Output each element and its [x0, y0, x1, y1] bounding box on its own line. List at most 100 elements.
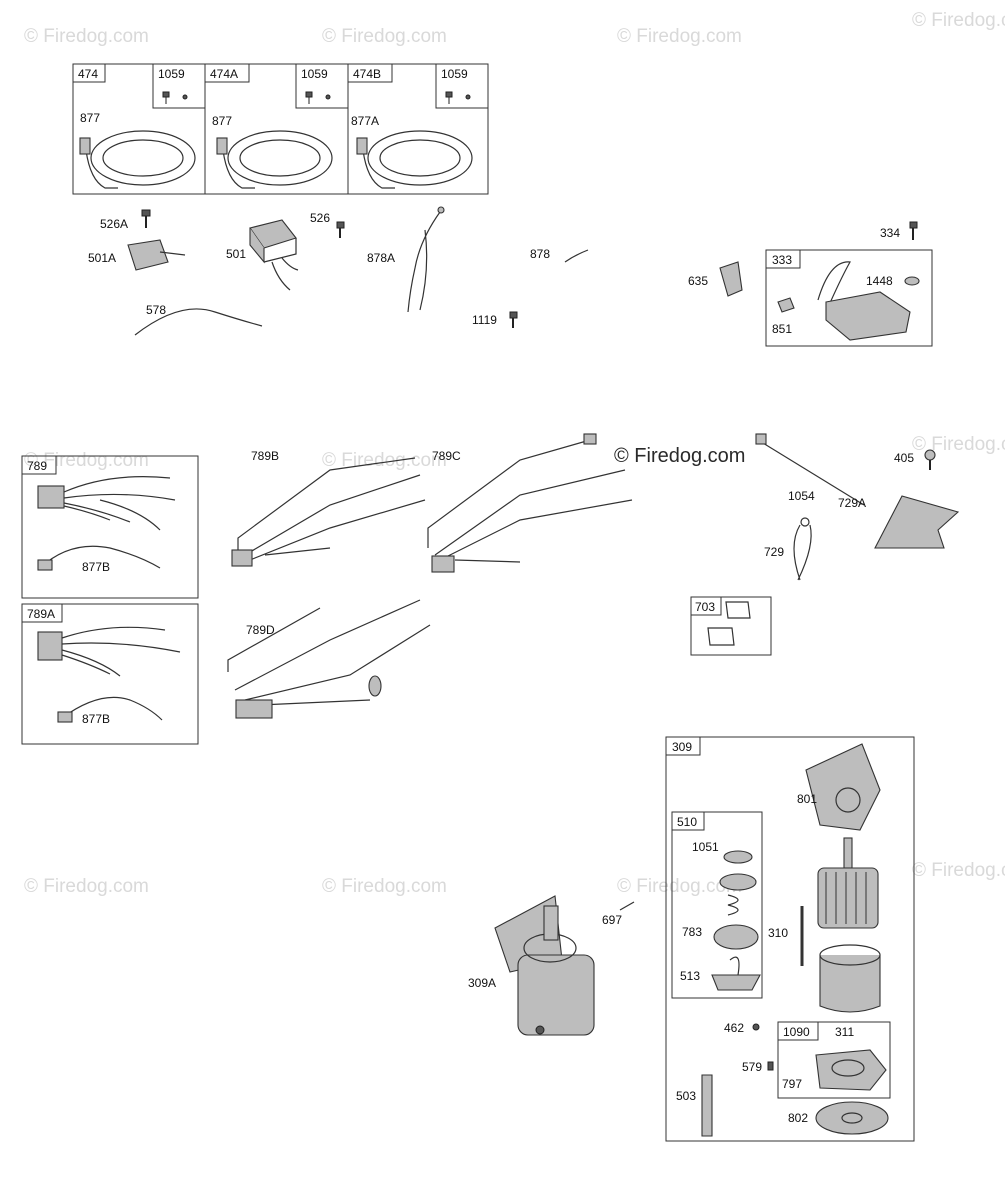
- screw-icon: [924, 449, 936, 461]
- box-label: 1059: [441, 67, 468, 81]
- part-label: 783: [682, 925, 702, 939]
- part-label: 877B: [82, 560, 110, 574]
- housing-top-icon: [819, 944, 881, 966]
- box-label: 789: [27, 459, 47, 473]
- part-label: 309A: [468, 976, 496, 990]
- washer-icon: [465, 94, 471, 100]
- watermarks: © Firedog.com © Firedog.com © Firedog.co…: [24, 10, 1005, 897]
- tag-box: [671, 811, 705, 831]
- terminal-icon: [535, 1025, 545, 1035]
- rectifier-icon: [127, 239, 169, 271]
- part-label: 789B: [251, 449, 279, 463]
- watermark-text: © Firedog.com: [24, 876, 149, 897]
- watermark-text: © Firedog.com: [24, 450, 149, 471]
- connector-icon: [583, 433, 597, 445]
- part-label: 877B: [82, 712, 110, 726]
- bolt-icon: [336, 221, 345, 229]
- box-label: 1059: [301, 67, 328, 81]
- retainer-icon: [723, 850, 753, 864]
- spacer-icon: [767, 1061, 774, 1071]
- watermark-main: © Firedog.com: [614, 445, 745, 467]
- part-label: 697: [602, 913, 622, 927]
- part-label: 797: [782, 1077, 802, 1091]
- watermark-text: © Firedog.com: [617, 876, 742, 897]
- cable-tie-icon: [757, 439, 865, 506]
- tag-box: [435, 63, 489, 109]
- part-label: 311: [835, 1025, 854, 1039]
- gasket-disc-icon: [815, 1101, 889, 1135]
- part-label: 729A: [838, 496, 866, 510]
- connector-block-icon: [231, 549, 253, 567]
- screw-icon: [445, 91, 453, 98]
- washer-icon: [904, 276, 920, 286]
- gasket-hole-icon: [841, 1112, 863, 1124]
- harness-789B: 789B: [231, 449, 426, 567]
- part-label: 513: [680, 969, 700, 983]
- screw-icon: [162, 91, 170, 98]
- cable-icon: [134, 308, 263, 336]
- part-label: 526: [310, 211, 330, 225]
- group-789: 789 877B: [21, 455, 199, 599]
- end-cap-bracket-icon: [805, 743, 881, 831]
- tag-box: [204, 63, 250, 83]
- stator-icon: [79, 130, 196, 189]
- box-label: 333: [772, 253, 792, 267]
- washer-icon: [182, 94, 188, 100]
- housing-icon: [819, 955, 881, 1013]
- group-789A: 789A 877B: [21, 603, 199, 745]
- wire-harness-icon: [407, 211, 441, 313]
- clip-icon: [707, 627, 735, 646]
- group-frame: [777, 1021, 891, 1099]
- stator-icon: [356, 130, 473, 189]
- part-label: 1448: [866, 274, 893, 288]
- connector-block-icon: [37, 485, 65, 509]
- harness-789D: 789D: [227, 599, 431, 719]
- group-frame: [671, 811, 763, 999]
- part-label: 635: [688, 274, 708, 288]
- stator-icon: [216, 130, 333, 189]
- loose-parts-top: 526A 501A 501 526 878A 878 1119 578: [88, 206, 589, 336]
- part-label: 802: [788, 1111, 808, 1125]
- part-label: 878A: [367, 251, 395, 265]
- group-309: 309 801 310 510 1051 783 513 462 1090 31…: [665, 736, 915, 1142]
- tag-box: [777, 1021, 819, 1041]
- armature-windings-icon: [825, 872, 867, 924]
- box-label: 789A: [27, 607, 55, 621]
- washer-icon: [752, 1023, 760, 1031]
- part-label: 878: [530, 247, 550, 261]
- box-label: 703: [695, 600, 715, 614]
- tag-box: [21, 603, 63, 623]
- box-label: 309: [672, 740, 692, 754]
- washer-icon: [325, 94, 331, 100]
- part-label: 579: [742, 1060, 762, 1074]
- clamp-icon: [800, 517, 810, 527]
- watermark-text: © Firedog.com: [322, 876, 447, 897]
- watermark-text: © Firedog.com: [912, 860, 1005, 881]
- wire-icon: [271, 257, 299, 291]
- group-474: 474 1059 474A 1059 474B 1059 877: [72, 63, 489, 195]
- tag-box: [152, 63, 206, 109]
- part-label: 334: [880, 226, 900, 240]
- part-label: 851: [772, 322, 792, 336]
- bracket-plate-icon: [874, 495, 960, 549]
- watermark-text: © Firedog.com: [912, 10, 1005, 31]
- lead-wire-icon: [39, 545, 161, 569]
- tag-box: [295, 63, 349, 109]
- spring-cup-icon: [719, 873, 757, 891]
- harness-wires-icon: [63, 476, 176, 531]
- part-label: 501: [226, 247, 246, 261]
- part-label: 801: [797, 792, 817, 806]
- part-label: 462: [724, 1021, 744, 1035]
- part-label: 1054: [788, 489, 815, 503]
- shaft-icon: [543, 905, 559, 941]
- connector-icon: [437, 206, 445, 214]
- part-label: 1119: [472, 313, 497, 327]
- part-label: 405: [894, 451, 914, 465]
- group-frame: [21, 603, 199, 745]
- group-frame: [21, 455, 199, 599]
- tag-box: [21, 455, 57, 475]
- grommet-icon: [368, 675, 382, 697]
- lead-wire-icon: [61, 696, 163, 721]
